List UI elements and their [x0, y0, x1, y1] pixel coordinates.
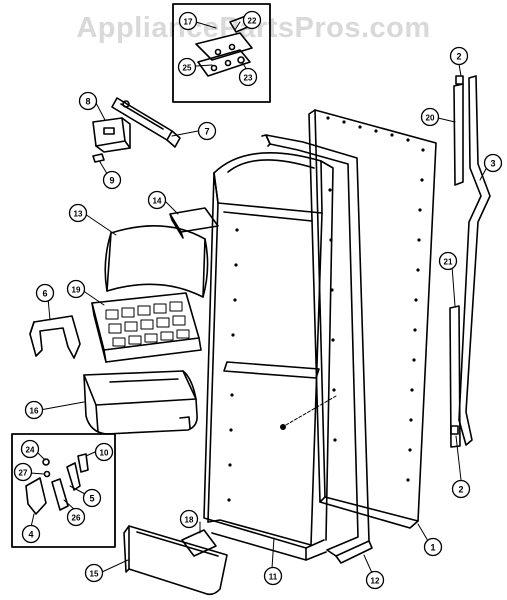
callout-7: 7 [204, 127, 209, 137]
callout-26: 26 [72, 514, 81, 523]
curved-door-cover-part [104, 225, 209, 298]
inset-box-bottom [11, 433, 116, 548]
panel-rivets [227, 116, 425, 502]
callout-leaders [29, 21, 488, 574]
callout-16: 16 [30, 407, 39, 416]
callout-11: 11 [269, 573, 278, 582]
callout-8: 8 [85, 97, 90, 107]
door-closer-part [92, 97, 181, 163]
callout-1: 1 [430, 543, 435, 553]
callout-3: 3 [490, 159, 495, 169]
callout-2b: 2 [458, 485, 463, 495]
callout-12: 12 [371, 577, 380, 586]
callout-20: 20 [426, 114, 435, 123]
callout-22: 22 [248, 17, 257, 26]
inset-box-top [172, 3, 271, 103]
callout-14: 14 [153, 197, 162, 206]
callout-circles [13, 10, 503, 590]
callout-23: 23 [244, 74, 253, 83]
callout-21: 21 [444, 258, 453, 267]
callout-24: 24 [26, 446, 35, 455]
bottom-trim-parts [123, 525, 228, 596]
callout-4: 4 [28, 530, 33, 540]
door-shelf-bin-part [83, 370, 198, 435]
callout-10: 10 [100, 449, 109, 458]
door-gasket-frame-part [261, 134, 373, 564]
door-hinge-bar-part [449, 75, 491, 448]
ice-cube-tray-part [91, 292, 202, 363]
callout-5: 5 [89, 494, 94, 504]
outer-door-panel-part [308, 109, 437, 529]
tray-handle-part [29, 315, 81, 359]
callout-17: 17 [184, 18, 193, 27]
callout-27: 27 [19, 469, 28, 478]
callout-18: 18 [185, 516, 194, 525]
screw-leader-line [285, 395, 337, 426]
callout-13: 13 [74, 210, 83, 219]
callout-25: 25 [183, 64, 192, 73]
callout-6: 6 [42, 289, 47, 299]
callout-2: 2 [456, 52, 461, 62]
door-stop-parts [25, 453, 89, 515]
door-liner-part [203, 152, 334, 561]
callout-15: 15 [90, 570, 99, 579]
hinge-bracket-part [195, 15, 253, 77]
callout-numbers: 1 2 2 3 4 5 6 7 8 9 10 11 12 13 14 15 16… [19, 17, 496, 586]
callout-19: 19 [72, 286, 81, 295]
callout-9: 9 [109, 176, 114, 186]
